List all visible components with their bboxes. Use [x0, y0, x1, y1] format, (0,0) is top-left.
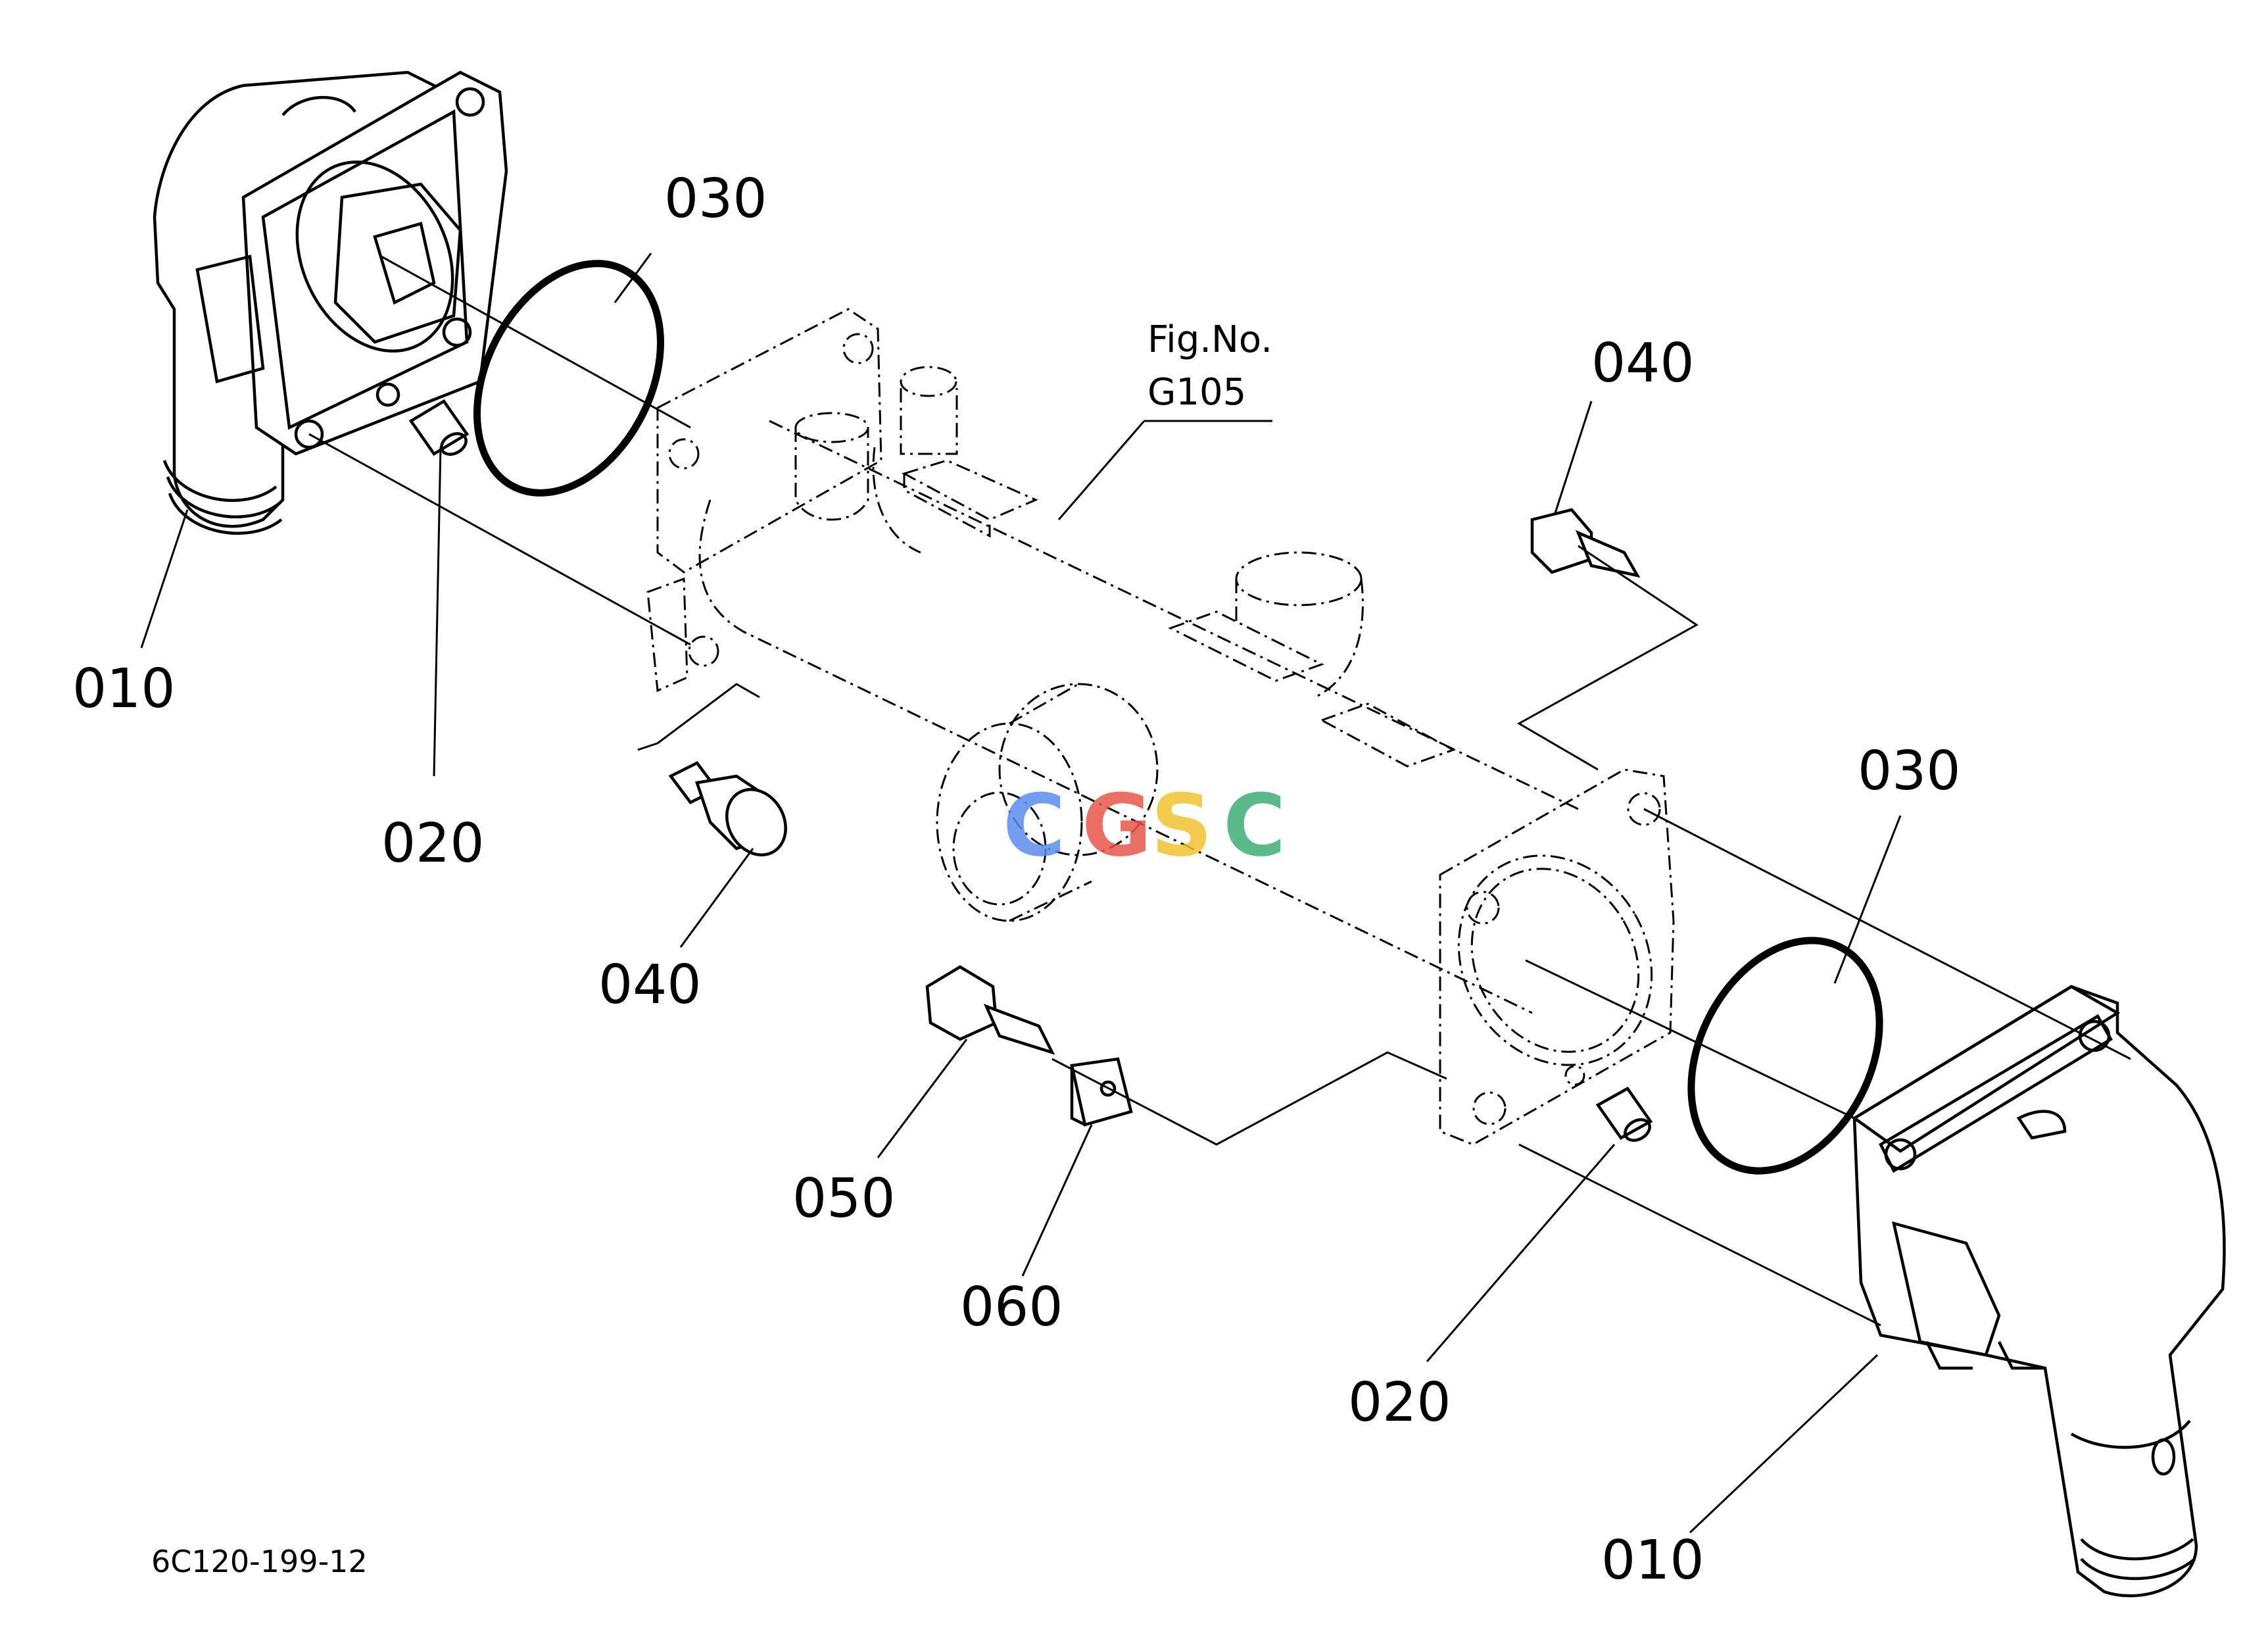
bolt-050	[925, 965, 1055, 1055]
leader-lines	[140, 253, 1902, 1534]
drawing-code: 6C120-199-12	[151, 1544, 368, 1579]
dowel-pin-left	[408, 399, 470, 456]
plug-bolt-right	[1530, 508, 1641, 578]
dowel-pin-right	[1595, 1087, 1653, 1142]
main-housing	[646, 308, 1675, 1146]
clip-060	[1070, 1057, 1133, 1127]
callout-040-right: 040	[1591, 332, 1695, 395]
watermark-letter: S	[1151, 775, 1213, 875]
figure-ref-line2: G105	[1147, 371, 1246, 414]
plug-bolt-left	[668, 761, 787, 856]
elbow-left	[153, 70, 508, 535]
callout-040-left: 040	[598, 954, 702, 1016]
watermark-letter: G	[1082, 775, 1152, 875]
watermark-letter: C	[1003, 775, 1065, 875]
o-ring-left	[473, 260, 664, 497]
figure-ref-line1: Fig.No.	[1147, 318, 1272, 361]
watermark-letter: C	[1223, 775, 1286, 875]
callout-030-right: 030	[1858, 740, 1961, 802]
guide-lines	[308, 255, 2131, 1327]
callout-010-left: 010	[72, 658, 176, 720]
o-ring-right	[1687, 937, 1883, 1175]
callout-020-left: 020	[381, 812, 485, 875]
elbow-right	[1851, 985, 2226, 1598]
callout-030-left: 030	[664, 168, 767, 230]
callout-010-right: 010	[1601, 1529, 1704, 1592]
callout-060: 060	[960, 1276, 1063, 1339]
callout-050: 050	[792, 1168, 896, 1230]
callout-020-right: 020	[1348, 1371, 1451, 1434]
watermark: C G S C	[1003, 775, 1286, 875]
